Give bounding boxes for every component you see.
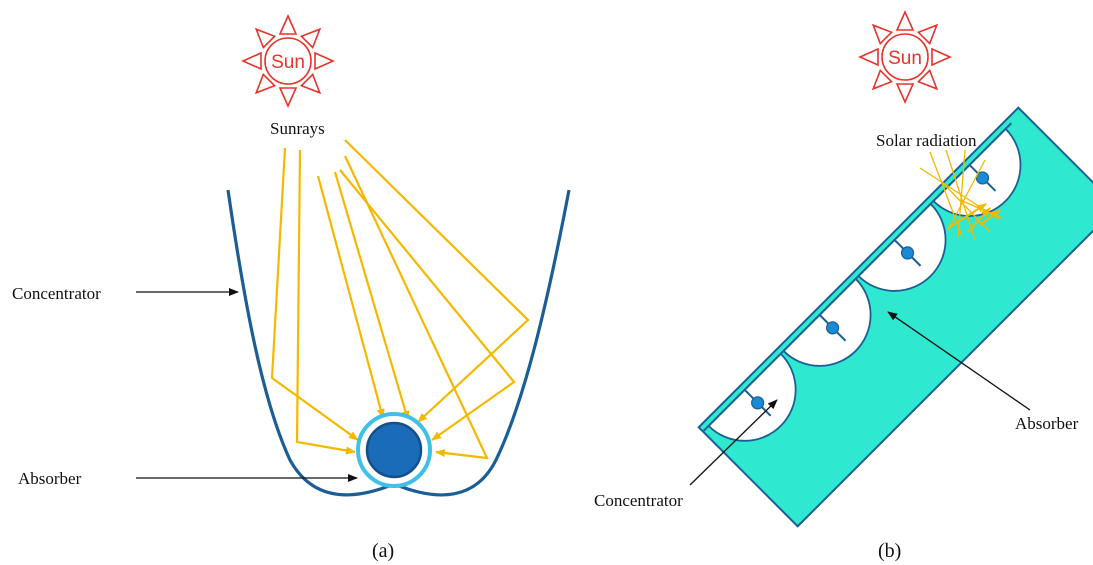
sun-ray-triangle [858,47,879,67]
sun-icon: Sun [241,14,335,108]
ray-2 [295,149,356,455]
sun-ray-triangle [254,72,277,95]
absorber-tube [356,412,432,488]
sun-icon: Sun [858,10,952,104]
sun-ray-triangle [278,87,298,108]
concentrator-pointer-b [689,399,778,486]
absorber-tube-b [900,246,915,260]
sun-ray-triangle [871,23,894,46]
sun-rays-a [270,139,530,460]
cpc-collector [697,106,1093,528]
sun-ray-triangle [871,68,894,91]
sun-ray-triangle [299,27,322,50]
sun-ray-triangle [254,27,277,50]
sunrays-label: Sunrays [270,119,325,138]
panel-a: Sun Sunrays Concentrator [12,14,571,562]
ray-5 [339,169,516,441]
sun-ray-triangle [895,10,915,31]
sun-ray-triangle [931,47,952,67]
sun-ray-triangle [299,72,322,95]
absorber-pointer-b [887,311,1031,411]
sun-ray-triangle [916,68,939,91]
sun-label-b: Sun [888,48,922,69]
caption-a: (a) [372,540,394,562]
sun-ray-triangle [895,83,915,104]
sun-ray-triangle [278,14,298,35]
ray-4 [333,171,410,421]
concentrator-label-a: Concentrator [12,284,101,303]
panel-b: Sun Solar radiation Absorber [594,10,1093,562]
caption-b: (b) [878,540,901,562]
sun-label-a: Sun [271,52,305,73]
absorber-label-a: Absorber [18,469,82,488]
ray-3 [316,175,385,419]
absorber-tube-b [825,321,840,335]
solar-radiation-label: Solar radiation [876,131,977,150]
concentrator-label-b: Concentrator [594,491,683,510]
sun-ray-triangle [241,51,262,71]
sun-ray-triangle [314,51,335,71]
ray-7 [344,155,489,460]
sun-ray-triangle [916,23,939,46]
absorber-label-b: Absorber [1015,414,1079,433]
absorber-tube-b [751,396,765,410]
solar-radiation-rays [919,149,1003,241]
ray-1 [270,147,359,441]
